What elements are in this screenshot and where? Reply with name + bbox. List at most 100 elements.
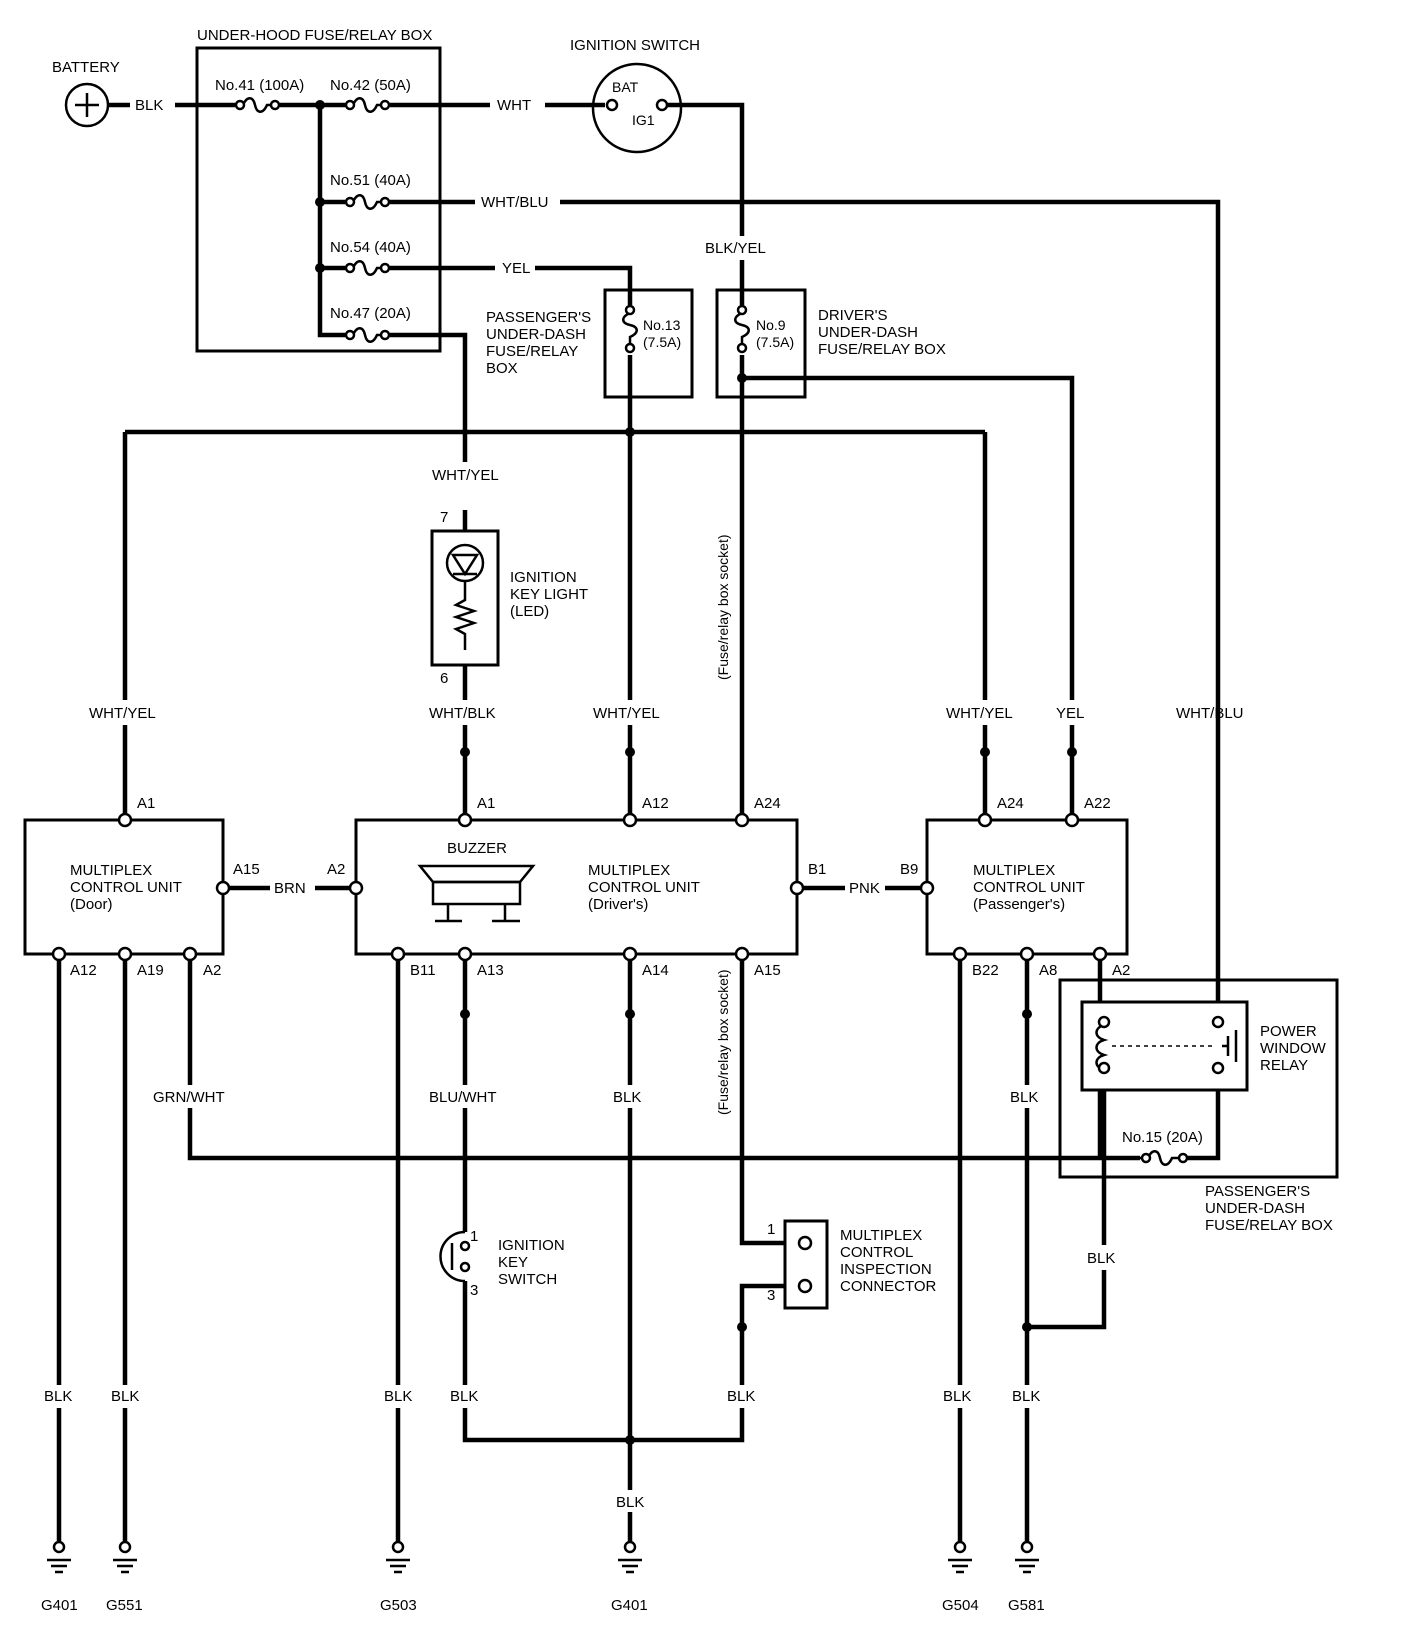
diagram-text: PASSENGER'S xyxy=(486,309,591,326)
wire-label-yel-pass: YEL xyxy=(1056,705,1084,722)
diagram-text: A24 xyxy=(997,795,1024,812)
diagram-text: A12 xyxy=(642,795,669,812)
diagram-text: UNDER-HOOD FUSE/RELAY BOX xyxy=(197,27,432,44)
wire-grn-wht xyxy=(187,954,1140,1161)
passengers-underdash-box-top: No.13 (7.5A) PASSENGER'S UNDER-DASH FUSE… xyxy=(486,288,694,399)
wire-label-wht-yel-door: WHT/YEL xyxy=(89,705,156,722)
diagram-text: MULTIPLEX xyxy=(588,862,670,879)
ignition-key-light: 7 6 IGNITION KEY LIGHT (LED) xyxy=(430,509,588,687)
junction-dot xyxy=(1022,1322,1032,1332)
diagram-text: BUZZER xyxy=(447,840,507,857)
diagram-text: FUSE/RELAY BOX xyxy=(1205,1217,1333,1234)
junction-dot xyxy=(315,197,325,207)
underhood-fuse-box: UNDER-HOOD FUSE/RELAY BOX xyxy=(195,27,442,353)
diagram-text: No.9 xyxy=(756,317,786,333)
diagram-text: MULTIPLEX xyxy=(973,862,1055,879)
diagram-text: INSPECTION xyxy=(840,1261,932,1278)
diagram-text: RELAY xyxy=(1260,1057,1308,1074)
ground-g551: G551 xyxy=(106,1540,143,1614)
diagram-text: (Driver's) xyxy=(588,896,648,913)
diagram-text: No.42 (50A) xyxy=(330,77,411,94)
diagram-text: G401 xyxy=(41,1597,78,1614)
junction-dot xyxy=(460,747,470,757)
fuse-no15: No.15 (20A) xyxy=(1122,1129,1203,1166)
wire-label-yel: YEL xyxy=(502,260,530,277)
diagram-text: 7 xyxy=(440,509,448,526)
diagram-text: A12 xyxy=(70,962,97,979)
diagram-text: 1 xyxy=(470,1228,478,1245)
wire-wht-yel-led xyxy=(390,332,468,531)
wire-label-blk: BLK xyxy=(384,1388,412,1405)
diagram-text: No.15 (20A) xyxy=(1122,1129,1203,1146)
wire-label-wht-blu: WHT/BLU xyxy=(481,194,549,211)
diagram-text: DRIVER'S xyxy=(818,307,888,324)
diagram-text: No.41 (100A) xyxy=(215,77,304,94)
diagram-text: A2 xyxy=(1112,962,1130,979)
diagram-text: (7.5A) xyxy=(643,334,681,350)
wire-label-wht-blu-relay: WHT/BLU xyxy=(1176,705,1244,722)
diagram-text: A22 xyxy=(1084,795,1111,812)
diagram-text: A13 xyxy=(477,962,504,979)
junction-dot xyxy=(1067,747,1077,757)
diagram-text: A2 xyxy=(327,861,345,878)
wire-label-wht-yel-led: WHT/YEL xyxy=(432,467,499,484)
diagram-text: 6 xyxy=(440,670,448,687)
fuse-no51: No.51 (40A) xyxy=(330,172,411,210)
diagram-text: B9 xyxy=(900,861,918,878)
junction-dot xyxy=(737,373,747,383)
diagram-text: A14 xyxy=(642,962,669,979)
diagram-text: UNDER-DASH xyxy=(486,326,586,343)
diagram-text: A15 xyxy=(233,861,260,878)
junction-dot xyxy=(625,747,635,757)
socket-note-bottom: (Fuse/relay box socket) xyxy=(715,970,731,1116)
wire-label-wht: WHT xyxy=(497,97,531,114)
diagram-text: SWITCH xyxy=(498,1271,557,1288)
ground-g503: G503 xyxy=(380,1540,417,1614)
ignition-key-switch: 1 3 IGNITION KEY SWITCH xyxy=(439,1228,565,1299)
diagram-text: POWER xyxy=(1260,1023,1317,1040)
junction-dot xyxy=(625,1435,635,1445)
buzzer-icon xyxy=(417,864,536,923)
fuse-no47: No.47 (20A) xyxy=(330,305,411,343)
wire-label-blk: BLK xyxy=(111,1388,139,1405)
diagram-text: (Passenger's) xyxy=(973,896,1065,913)
diagram-text: G401 xyxy=(611,1597,648,1614)
junction-dot xyxy=(460,1009,470,1019)
wire-relay-gnd xyxy=(1027,1190,1107,1330)
wire-label-wht-yel-pass: WHT/YEL xyxy=(946,705,1013,722)
diagram-text: CONNECTOR xyxy=(840,1278,937,1295)
ground-g401-left: G401 xyxy=(41,1540,78,1614)
wire-label-blk: BLK xyxy=(1012,1388,1040,1405)
mcu-passenger: MULTIPLEX CONTROL UNIT (Passenger's) A24… xyxy=(900,795,1130,979)
wire-fuse15 xyxy=(1188,1072,1221,1161)
diagram-text: WINDOW xyxy=(1260,1040,1327,1057)
diagram-text: G503 xyxy=(380,1597,417,1614)
battery: BATTERY xyxy=(52,59,120,128)
diagram-text: A8 xyxy=(1039,962,1057,979)
wire-label-blk: BLK xyxy=(943,1388,971,1405)
diagram-text: No.47 (20A) xyxy=(330,305,411,322)
diagram-text: No.54 (40A) xyxy=(330,239,411,256)
wire-label-blk: BLK xyxy=(44,1388,72,1405)
diagram-text: A24 xyxy=(754,795,781,812)
fuse-no41: No.41 (100A) xyxy=(215,77,304,113)
wire-wht-blu xyxy=(390,199,1221,1020)
diagram-text: 3 xyxy=(470,1282,478,1299)
diagram-text: A1 xyxy=(477,795,495,812)
diagram-text: (Door) xyxy=(70,896,113,913)
diagram-text: BAT xyxy=(612,79,639,95)
mcu-driver: BUZZER MULTIPLEX CONTROL UNIT (Driver's)… xyxy=(327,795,826,979)
diagram-text: FUSE/RELAY BOX xyxy=(818,341,946,358)
diagram-text: G551 xyxy=(106,1597,143,1614)
wire-label-blk-a14: BLK xyxy=(613,1089,641,1106)
diagram-text: IGNITION SWITCH xyxy=(570,37,700,54)
diagram-text: CONTROL UNIT xyxy=(70,879,182,896)
diagram-text: A19 xyxy=(137,962,164,979)
fuse-no54: No.54 (40A) xyxy=(330,239,411,276)
diagram-text: G581 xyxy=(1008,1597,1045,1614)
diagram-text: FUSE/RELAY xyxy=(486,343,578,360)
junction-dot xyxy=(625,1009,635,1019)
ground-g581: G581 xyxy=(1008,1540,1045,1614)
wire-label-brn: BRN xyxy=(274,880,306,897)
